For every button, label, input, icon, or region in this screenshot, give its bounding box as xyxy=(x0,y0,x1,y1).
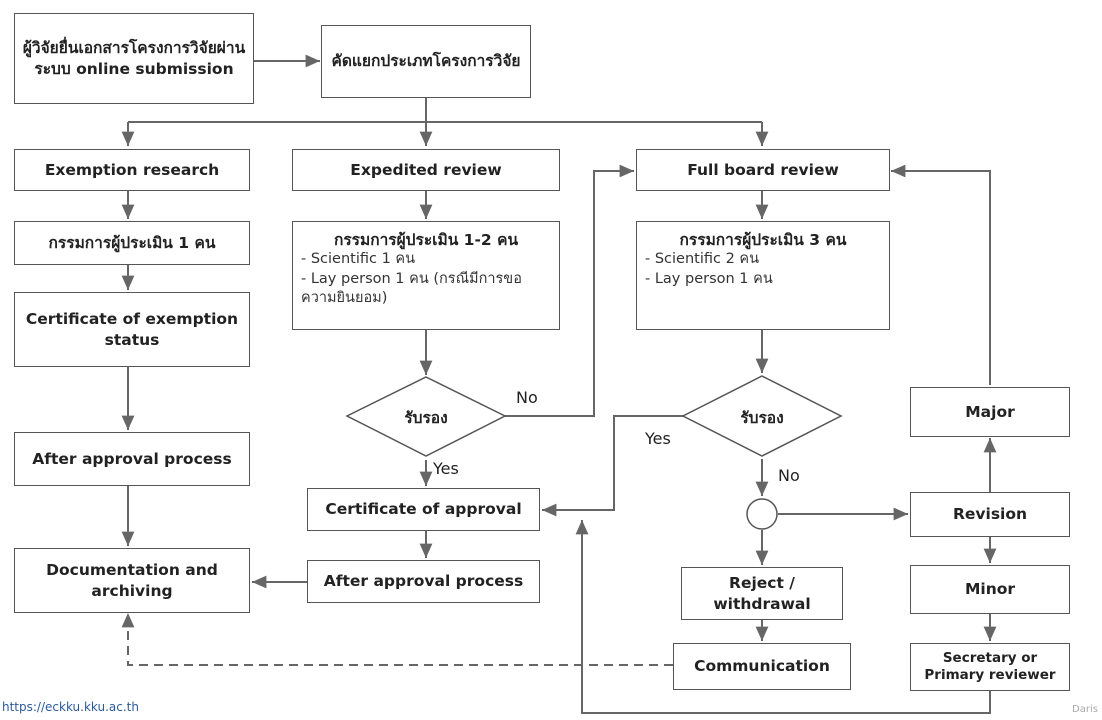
node-exemption-label: Exemption research xyxy=(44,160,220,179)
node-minor-label: Minor xyxy=(964,580,1016,599)
node-fb-reviewer-line-1: - Scientific 2 คน xyxy=(645,251,760,268)
decision-fb-label: รับรอง xyxy=(740,409,784,427)
node-expedited-label: Expedited review xyxy=(350,160,502,179)
label-yes-fullboard: Yes xyxy=(645,429,671,448)
node-doc-archive: Documentation and archiving xyxy=(14,548,250,613)
node-fullboard-label: Full board review xyxy=(687,160,839,179)
node-exemption: Exemption research xyxy=(14,149,250,191)
node-classify: คัดแยกประเภทโครงการวิจัย xyxy=(321,25,531,98)
node-after-left-label: After approval process xyxy=(32,449,232,468)
node-classify-label: คัดแยกประเภทโครงการวิจัย xyxy=(331,52,521,71)
node-exp-reviewer-line-2: - Lay person 1 คน (กรณีมีการขอความยินยอม… xyxy=(301,270,522,306)
node-after-left: After approval process xyxy=(14,432,250,486)
node-minor: Minor xyxy=(910,565,1070,614)
node-fb-reviewer-line-2: - Lay person 1 คน xyxy=(645,270,773,287)
node-expedited: Expedited review xyxy=(292,149,560,191)
label-no-expedited: No xyxy=(516,388,538,407)
arrow-major-to-fullboard xyxy=(891,164,991,385)
label-no-fullboard: No xyxy=(778,466,800,485)
node-communication-label: Communication xyxy=(694,657,830,676)
node-reject: Reject / withdrawal xyxy=(681,567,843,620)
label-yes-expedited: Yes xyxy=(433,459,459,478)
node-ex-reviewer-label: กรรมการผู้ประเมิน 1 คน xyxy=(48,233,216,252)
node-cert-exempt: Certificate of exemption status xyxy=(14,292,250,367)
node-secretary: Secretary or Primary reviewer xyxy=(910,643,1070,691)
decision-exp-shape xyxy=(345,376,507,457)
decision-exp-label: รับรอง xyxy=(404,409,448,427)
arrow-fbdecision-yes-to-cert xyxy=(542,415,683,517)
credit-text: Daris xyxy=(1072,704,1098,715)
junction-circle xyxy=(746,498,778,530)
arrow-secretary-to-cert xyxy=(575,520,991,714)
node-fb-reviewer: กรรมการผู้ประเมิน 3 คน - Scientific 2 คน… xyxy=(636,221,890,330)
node-exp-reviewer: กรรมการผู้ประเมิน 1-2 คน - Scientific 1 … xyxy=(292,221,560,330)
arrow-communication-to-doc-dashed xyxy=(121,613,673,666)
node-cert-approval: Certificate of approval xyxy=(307,488,540,531)
node-reject-label: Reject / withdrawal xyxy=(713,574,811,613)
node-cert-approval-label: Certificate of approval xyxy=(325,500,522,519)
arrow-decision-no-to-fullboard xyxy=(505,164,634,417)
node-after-mid-label: After approval process xyxy=(323,572,524,591)
node-revision-label: Revision xyxy=(952,505,1028,524)
node-revision: Revision xyxy=(910,492,1070,537)
node-exp-reviewer-head: กรรมการผู้ประเมิน 1-2 คน xyxy=(333,231,519,249)
node-communication: Communication xyxy=(673,643,851,690)
node-cert-exempt-label: Certificate of exemption status xyxy=(25,310,239,349)
node-secretary-label: Secretary or Primary reviewer xyxy=(924,650,1056,683)
decision-fb-shape xyxy=(681,375,843,457)
node-ex-reviewer: กรรมการผู้ประเมิน 1 คน xyxy=(14,221,250,265)
node-submit-label: ผู้วิจัยยื่นเอกสารโครงการวิจัยผ่านระบบ o… xyxy=(22,39,246,78)
node-major: Major xyxy=(910,387,1070,437)
node-submit: ผู้วิจัยยื่นเอกสารโครงการวิจัยผ่านระบบ o… xyxy=(14,13,254,104)
source-url: https://eckku.kku.ac.th xyxy=(2,700,139,714)
node-doc-archive-label: Documentation and archiving xyxy=(46,561,218,600)
node-fb-reviewer-head: กรรมการผู้ประเมิน 3 คน xyxy=(679,231,847,249)
node-after-mid: After approval process xyxy=(307,560,540,603)
node-exp-reviewer-line-1: - Scientific 1 คน xyxy=(301,251,416,268)
node-major-label: Major xyxy=(965,402,1015,421)
node-fullboard: Full board review xyxy=(636,149,890,191)
